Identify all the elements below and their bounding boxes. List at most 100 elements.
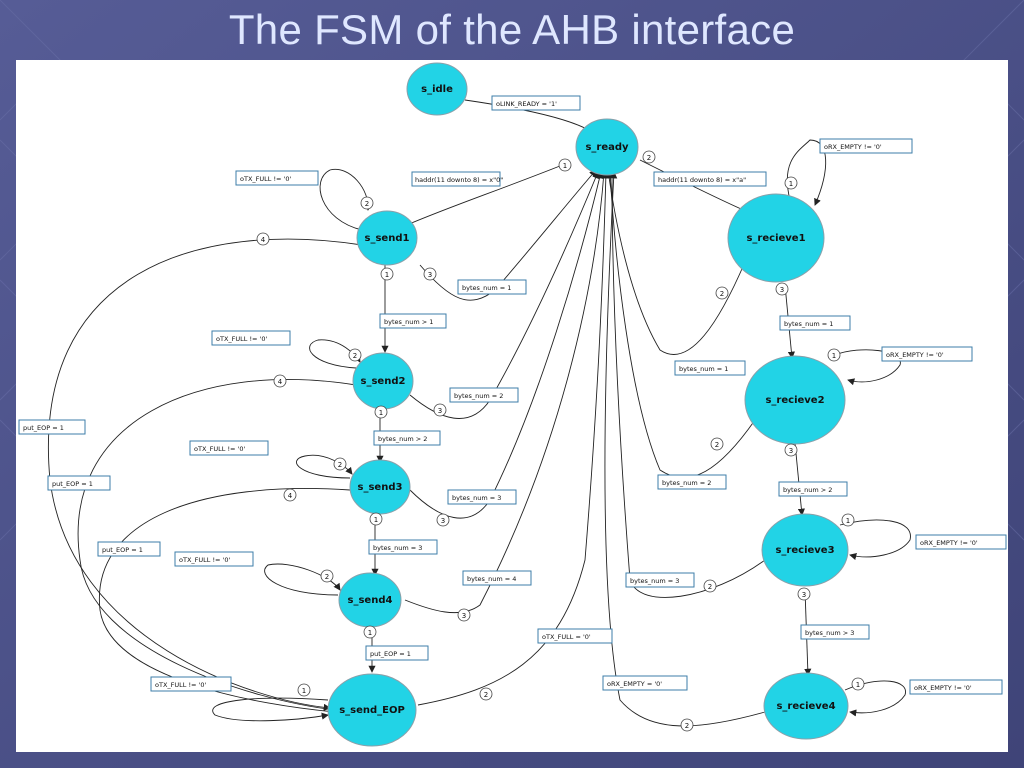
svg-text:1: 1: [856, 681, 860, 689]
priority-marker: 1: [558, 158, 572, 172]
cond-r3-bytes-gt3: bytes_num > 3: [800, 624, 870, 640]
svg-text:bytes_num = 1: bytes_num = 1: [784, 320, 833, 328]
cond-tx-full-eop: oTX_FULL != '0': [150, 676, 232, 692]
priority-marker: 1: [851, 677, 865, 691]
svg-text:bytes_num > 1: bytes_num > 1: [384, 318, 433, 326]
priority-marker: 2: [320, 569, 334, 583]
priority-marker: 4: [256, 232, 270, 246]
cond-haddr-recv: haddr(11 downto 8) = x"a": [653, 171, 767, 187]
svg-text:oTX_FULL != '0': oTX_FULL != '0': [155, 681, 206, 689]
priority-marker: 2: [479, 687, 493, 701]
cond-tx-full-s1: oTX_FULL != '0': [235, 170, 319, 186]
svg-text:3: 3: [428, 271, 432, 279]
svg-text:3: 3: [802, 591, 806, 599]
state-s-send3: s_send3: [349, 459, 411, 515]
state-label-s-send3: s_send3: [358, 482, 403, 493]
transition-edges: [48, 99, 911, 727]
svg-text:1: 1: [379, 409, 383, 417]
state-label-s-idle: s_idle: [421, 84, 453, 95]
priority-marker: 3: [784, 443, 798, 457]
svg-text:oRX_EMPTY != '0': oRX_EMPTY != '0': [886, 351, 944, 359]
svg-text:oTX_FULL != '0': oTX_FULL != '0': [216, 335, 267, 343]
svg-text:2: 2: [365, 200, 369, 208]
cond-r1-bytes1: bytes_num = 1: [674, 360, 746, 376]
svg-text:1: 1: [832, 352, 836, 360]
cond-r2-bytes-gt2: bytes_num > 2: [778, 481, 848, 497]
svg-text:1: 1: [368, 629, 372, 637]
svg-text:bytes_num = 1: bytes_num = 1: [679, 365, 728, 373]
edge-send3-eop: [98, 488, 351, 715]
cond-rx-empty-r2: oRX_EMPTY != '0': [881, 346, 973, 362]
cond-bytes3-s3: bytes_num = 3: [447, 489, 517, 505]
svg-text:3: 3: [789, 447, 793, 455]
cond-haddr-send: haddr(11 downto 8) = x"0": [411, 171, 503, 187]
svg-text:oTX_FULL != '0': oTX_FULL != '0': [240, 175, 291, 183]
svg-text:put_EOP = 1: put_EOP = 1: [370, 650, 411, 658]
edge-recieve1-loop: [786, 139, 827, 206]
priority-marker: 1: [841, 513, 855, 527]
svg-text:2: 2: [720, 290, 724, 298]
svg-text:bytes_num = 3: bytes_num = 3: [630, 577, 679, 585]
edge-send1-eop: [48, 238, 363, 711]
edge-send3-ready: [409, 171, 604, 519]
priority-marker: 2: [715, 286, 729, 300]
priority-marker: 2: [360, 196, 374, 210]
edge-recieve2-ready: [606, 171, 756, 479]
svg-text:4: 4: [261, 236, 266, 244]
svg-text:2: 2: [325, 573, 329, 581]
priority-marker: 4: [283, 488, 297, 502]
priority-marker: 2: [642, 150, 656, 164]
edge-recieve4-loop: [844, 680, 906, 717]
priority-marker: 1: [369, 512, 383, 526]
cond-tx-full-s4: oTX_FULL != '0': [174, 551, 254, 567]
svg-text:oTX_FULL != '0': oTX_FULL != '0': [194, 445, 245, 453]
cond-tx-full-s3: oTX_FULL != '0': [189, 440, 269, 456]
priority-marker: 3: [433, 403, 447, 417]
state-label-s-recieve2: s_recieve2: [765, 395, 824, 406]
edge-recieve3-loop: [839, 519, 911, 561]
state-s-recieve3: s_recieve3: [761, 513, 849, 587]
cond-put-eop-s1: put_EOP = 1: [18, 419, 86, 435]
svg-text:oRX_EMPTY != '0': oRX_EMPTY != '0': [824, 143, 882, 151]
cond-r1-bytes-eq1: bytes_num = 1: [779, 315, 851, 331]
svg-text:1: 1: [789, 180, 793, 188]
priority-marker: 1: [374, 405, 388, 419]
priority-marker: 1: [297, 683, 311, 697]
cond-rx-empty-r4: oRX_EMPTY != '0': [909, 679, 1003, 695]
edge-send2-ready: [409, 171, 599, 419]
edge-recieve1-ready: [605, 169, 746, 355]
cond-tx-full-eq-eop: oTX_FULL = '0': [537, 628, 613, 644]
edge-ready-send1: [399, 161, 571, 229]
state-label-s-recieve1: s_recieve1: [746, 233, 805, 244]
svg-text:oRX_EMPTY != '0': oRX_EMPTY != '0': [920, 539, 978, 547]
state-label-s-ready: s_ready: [585, 142, 629, 153]
cond-bytes-eq3-send: bytes_num = 3: [368, 539, 438, 555]
slide-title: The FSM of the AHB interface: [228, 6, 796, 53]
edge-send1-loop: [319, 168, 373, 231]
priority-marker: 1: [827, 348, 841, 362]
svg-text:bytes_num > 3: bytes_num > 3: [805, 629, 854, 637]
priority-marker: 3: [457, 608, 471, 622]
fsm-states: s_idle s_ready s_send1 s_send2 s_send3 s…: [327, 62, 849, 747]
edge-recieve2-loop: [834, 349, 901, 386]
priority-marker: 3: [797, 587, 811, 601]
svg-text:4: 4: [278, 378, 283, 386]
cond-bytes1-s1: bytes_num = 1: [457, 279, 527, 295]
priority-marker: 2: [348, 348, 362, 362]
cond-bytes4-s4: bytes_num = 4: [462, 570, 532, 586]
priority-markers: 1 2 1 2 4 1 3 2 3 2 1 4 1 3 2 3 2 4 1 3 …: [256, 150, 865, 732]
svg-text:bytes_num = 3: bytes_num = 3: [373, 544, 422, 552]
svg-text:oTX_FULL = '0': oTX_FULL = '0': [542, 633, 591, 641]
svg-text:3: 3: [441, 517, 445, 525]
cond-put-eop-s3: put_EOP = 1: [97, 541, 161, 557]
cond-r2-bytes2: bytes_num = 2: [657, 474, 727, 490]
svg-text:2: 2: [685, 722, 689, 730]
state-label-s-send1: s_send1: [365, 233, 410, 244]
state-label-s-send4: s_send4: [348, 595, 393, 606]
svg-text:bytes_num = 1: bytes_num = 1: [462, 284, 511, 292]
cond-r3-bytes3: bytes_num = 3: [625, 572, 695, 588]
state-label-s-send2: s_send2: [361, 376, 406, 387]
priority-marker: 1: [380, 267, 394, 281]
svg-text:2: 2: [353, 352, 357, 360]
svg-text:2: 2: [715, 441, 719, 449]
